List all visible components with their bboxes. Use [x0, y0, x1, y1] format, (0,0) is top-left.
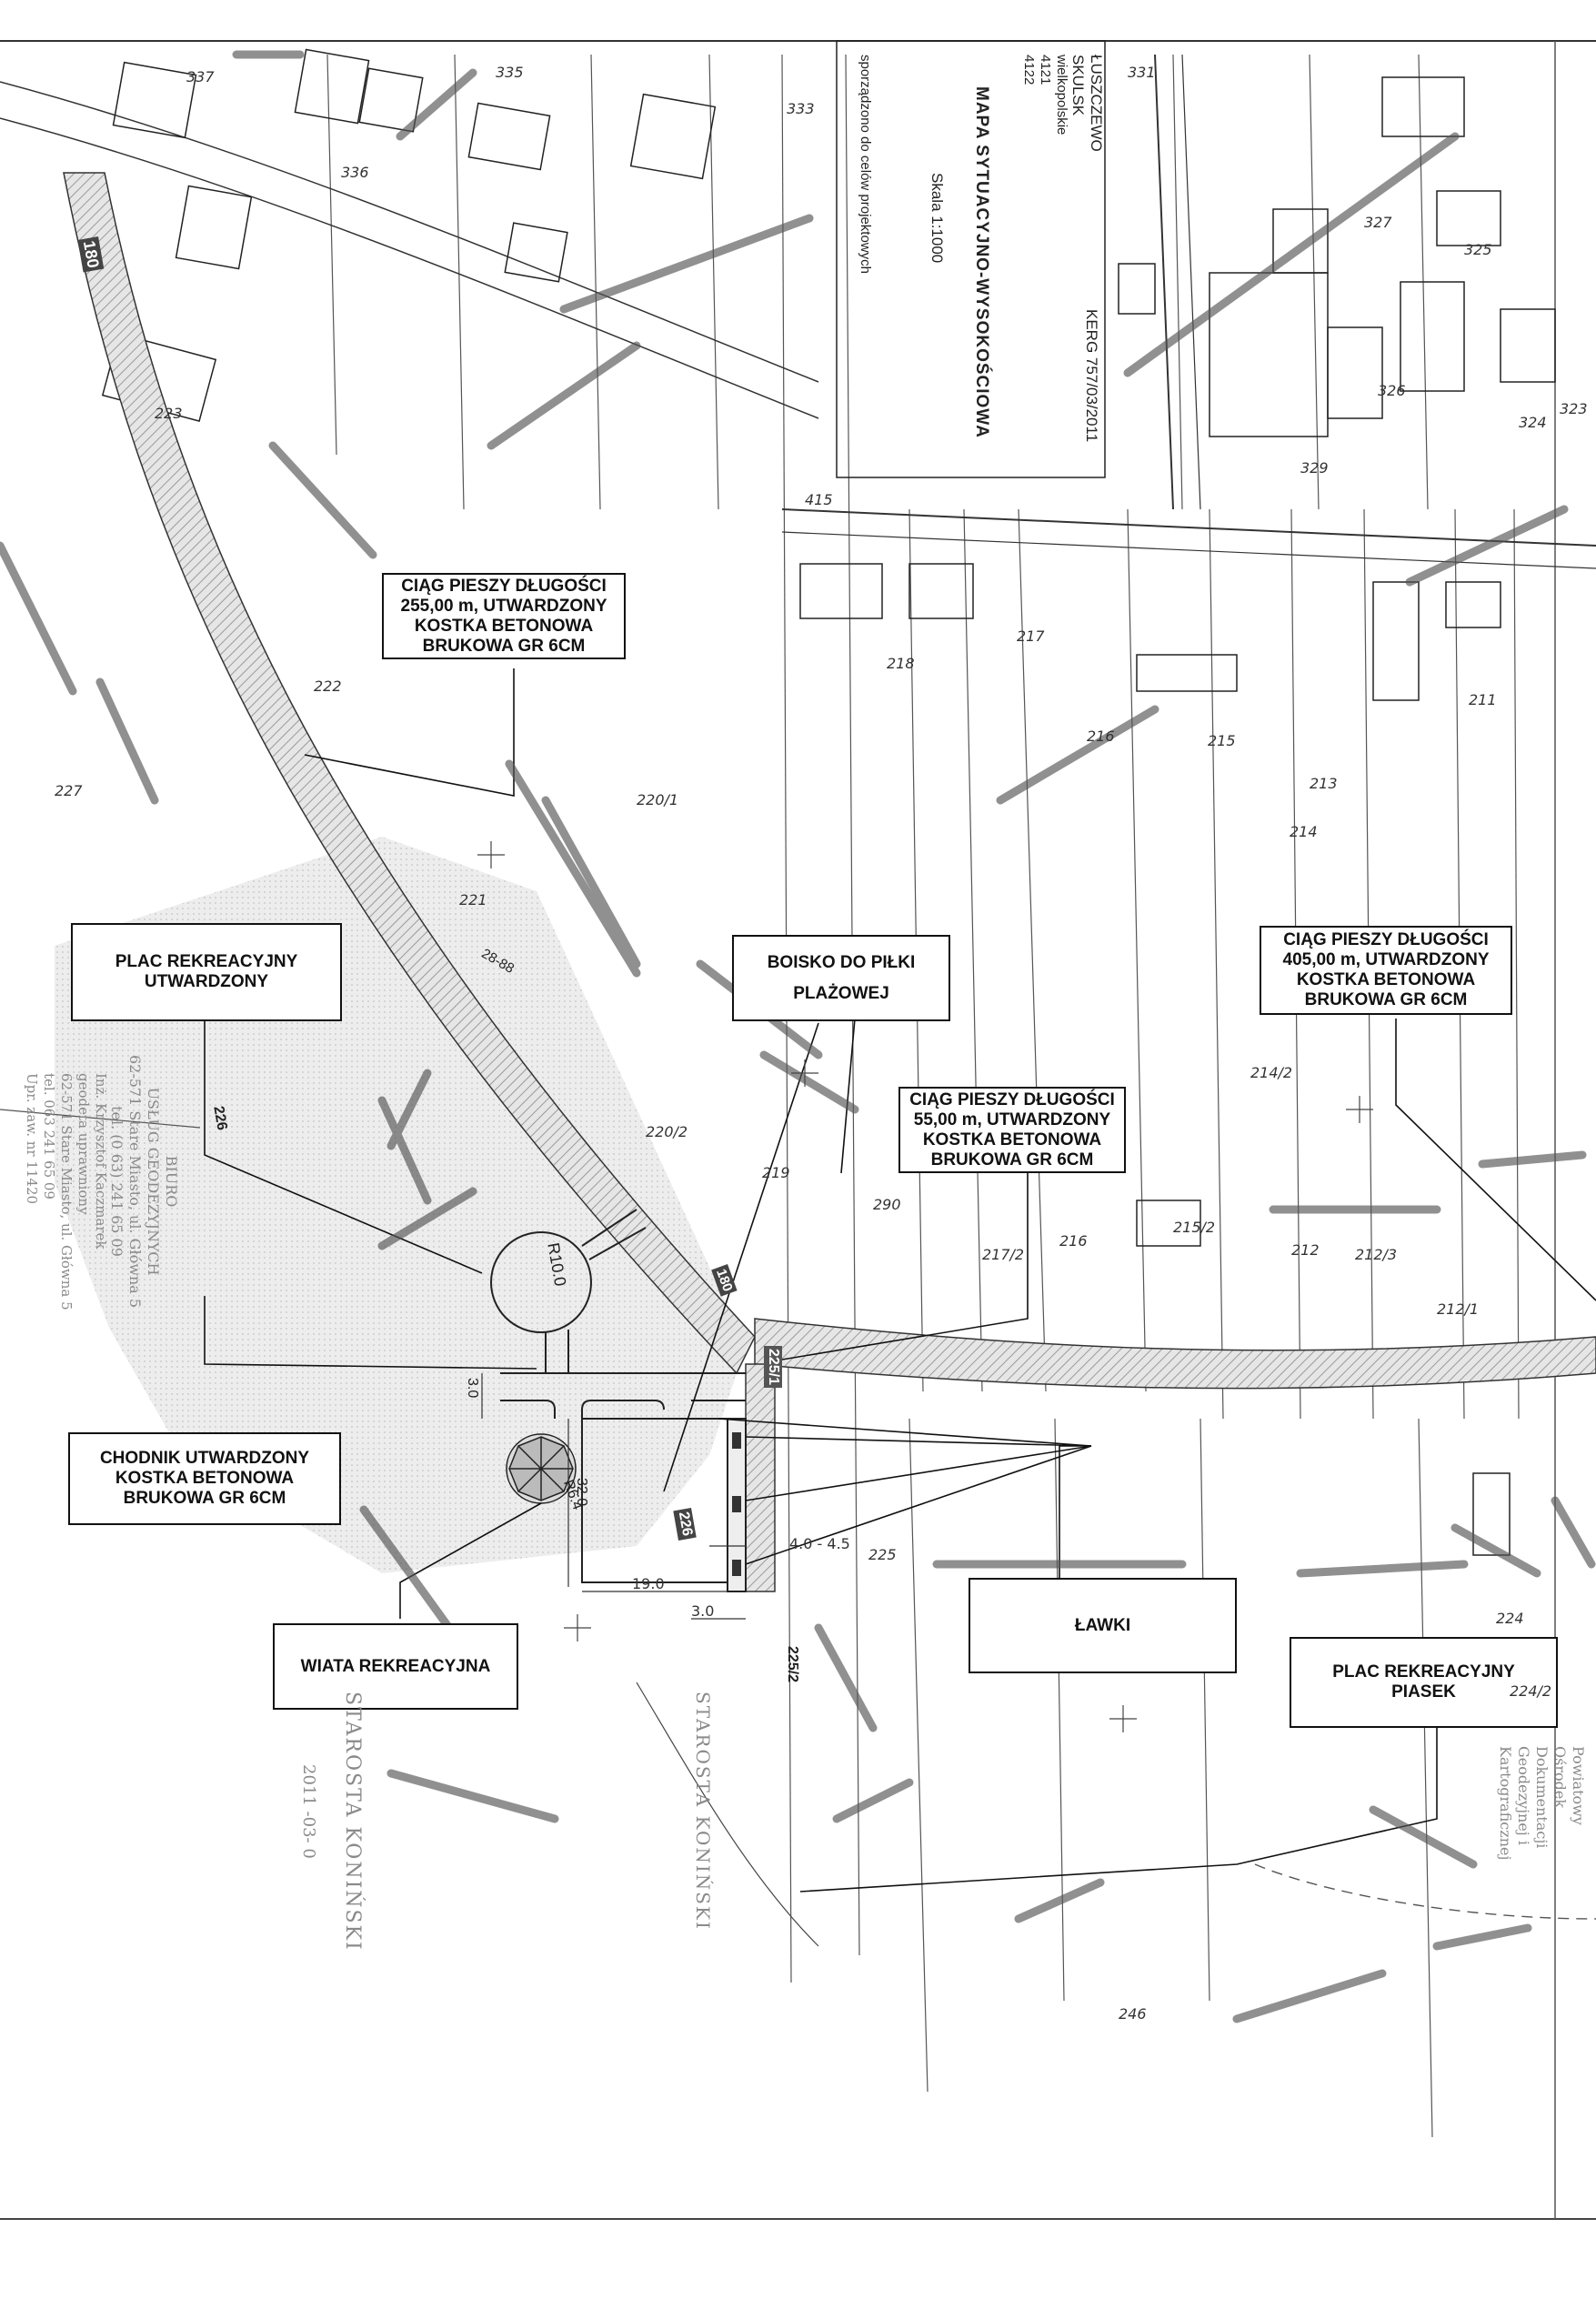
stamp-surveyor: Inż. Krzysztof Kaczmarek geodeta uprawni…	[24, 1073, 109, 1310]
stamp-county-center: Powiatowy Ośrodek Dokumentacji Geodezyjn…	[1497, 1746, 1587, 1861]
footpath-255m	[63, 172, 756, 1375]
stamp-starosta-1: STAROSTA KONIŃSKI	[341, 1692, 364, 1952]
dimension-lines	[481, 1373, 746, 1620]
parcel-327: 327	[1364, 214, 1392, 231]
parcel-220-1: 220/1	[637, 791, 679, 808]
parcel-329: 329	[1300, 459, 1329, 477]
parcel-215-2: 215/2	[1173, 1219, 1216, 1236]
parcel-224-2: 224/2	[1510, 1682, 1552, 1700]
parcel-214: 214	[1290, 823, 1318, 840]
parcel-225-1: 225/1	[764, 1346, 782, 1389]
dashed-boundary	[1254, 1863, 1596, 1920]
label-benches: ŁAWKI	[969, 1578, 1237, 1673]
label-footpath-55m: CIĄG PIESZY DŁUGOŚCI 55,00 m, UTWARDZONY…	[898, 1087, 1126, 1173]
map-kerg: KERG 757/03/2011	[1083, 309, 1100, 443]
map-scale: Skala 1:1000	[928, 173, 946, 264]
parcel-212-3: 212/3	[1355, 1246, 1398, 1263]
title-code-1: 4121	[1038, 55, 1053, 85]
parcel-214-2: 214/2	[1250, 1064, 1293, 1081]
parcel-415: 415	[805, 491, 833, 508]
map-title: MAPA SYTUACYJNO-WYSOKOŚCIOWA	[972, 86, 991, 438]
label-footpath-405m: CIĄG PIESZY DŁUGOŚCI 405,00 m, UTWARDZON…	[1260, 926, 1512, 1015]
hatch-strokes	[0, 50, 1596, 2023]
parcel-222: 222	[314, 678, 342, 695]
title-code-2: 4122	[1021, 55, 1037, 85]
benches	[732, 1432, 741, 1576]
label-sidewalk: CHODNIK UTWARDZONY KOSTKA BETONOWA BRUKO…	[68, 1432, 341, 1525]
top-road	[0, 54, 1596, 569]
dim-32-0: 32.0	[574, 1478, 589, 1507]
map-purpose: sporządzono do celów projektowych	[858, 55, 873, 274]
parcel-212-1: 212/1	[1437, 1300, 1480, 1318]
title-place-2: SKULSK	[1069, 55, 1087, 116]
parcel-216-b: 216	[1059, 1232, 1088, 1250]
gazebo-symbol	[506, 1433, 577, 1504]
label-recreation-area-sand: PLAC REKREACYJNY PIASEK	[1290, 1637, 1558, 1728]
parcel-225: 225	[868, 1546, 897, 1563]
label-recreation-area-paved: PLAC REKREACYJNY UTWARDZONY	[71, 923, 342, 1021]
parcel-219: 219	[762, 1164, 790, 1181]
dim-3-0-left: 3.0	[465, 1378, 480, 1399]
parcel-212: 212	[1291, 1241, 1320, 1259]
parcel-211: 211	[1469, 691, 1497, 708]
parcel-225-2: 225/2	[785, 1646, 800, 1683]
dim-3-0-bottom: 3.0	[691, 1602, 715, 1620]
stamp-starosta-2: STAROSTA KONIŃSKI	[692, 1692, 714, 1931]
parcel-323: 323	[1560, 400, 1588, 417]
parcel-216: 216	[1087, 728, 1115, 745]
parcel-224: 224	[1496, 1610, 1524, 1627]
slope-lines	[636, 1682, 819, 1947]
dim-19-0: 19.0	[632, 1575, 665, 1592]
parcel-220-2: 220/2	[646, 1123, 688, 1140]
parcel-331: 331	[1128, 64, 1156, 81]
parcel-333: 333	[787, 100, 815, 117]
buildings	[101, 48, 1556, 1556]
parcel-326: 326	[1378, 382, 1406, 399]
label-beach-volleyball-court: BOISKO DO PIŁKI PLAŻOWEJ	[732, 935, 950, 1021]
parcel-336: 336	[341, 164, 369, 181]
parcel-217-2: 217/2	[982, 1246, 1025, 1263]
stamp-survey-office: BIURO USŁUG GEODEZYJNYCH 62-571 Stare Mi…	[108, 1055, 180, 1309]
footpath-405m	[754, 1318, 1596, 1390]
parcel-221: 221	[459, 891, 487, 909]
title-place: ŁUSZCZEWO	[1088, 55, 1105, 152]
parcel-324: 324	[1519, 414, 1547, 431]
title-block-frame	[836, 40, 1106, 478]
parcel-215: 215	[1208, 732, 1236, 749]
footpath-55m	[745, 1363, 776, 1592]
parcel-217: 217	[1017, 627, 1045, 645]
parcel-223: 223	[155, 405, 183, 422]
label-gazebo: WIATA REKREACYJNA	[273, 1623, 518, 1710]
parcel-213: 213	[1310, 775, 1338, 792]
parcel-290: 290	[873, 1196, 901, 1213]
parcel-227: 227	[55, 782, 83, 799]
parcel-335: 335	[496, 64, 524, 81]
parcel-337: 337	[186, 68, 215, 85]
parcel-325: 325	[1464, 241, 1492, 258]
stamp-date: 2011 -03- 0	[299, 1764, 318, 1859]
survey-crosses	[477, 841, 1373, 1732]
parcel-218: 218	[887, 655, 915, 672]
parcel-246: 246	[1119, 2005, 1147, 2023]
leader-lines	[204, 668, 1596, 1892]
title-region: wielkopolskie	[1054, 55, 1069, 136]
label-footpath-255m: CIĄG PIESZY DŁUGOŚCI 255,00 m, UTWARDZON…	[382, 573, 626, 659]
dim-4-0-4-5: 4.0 - 4.5	[789, 1535, 850, 1552]
